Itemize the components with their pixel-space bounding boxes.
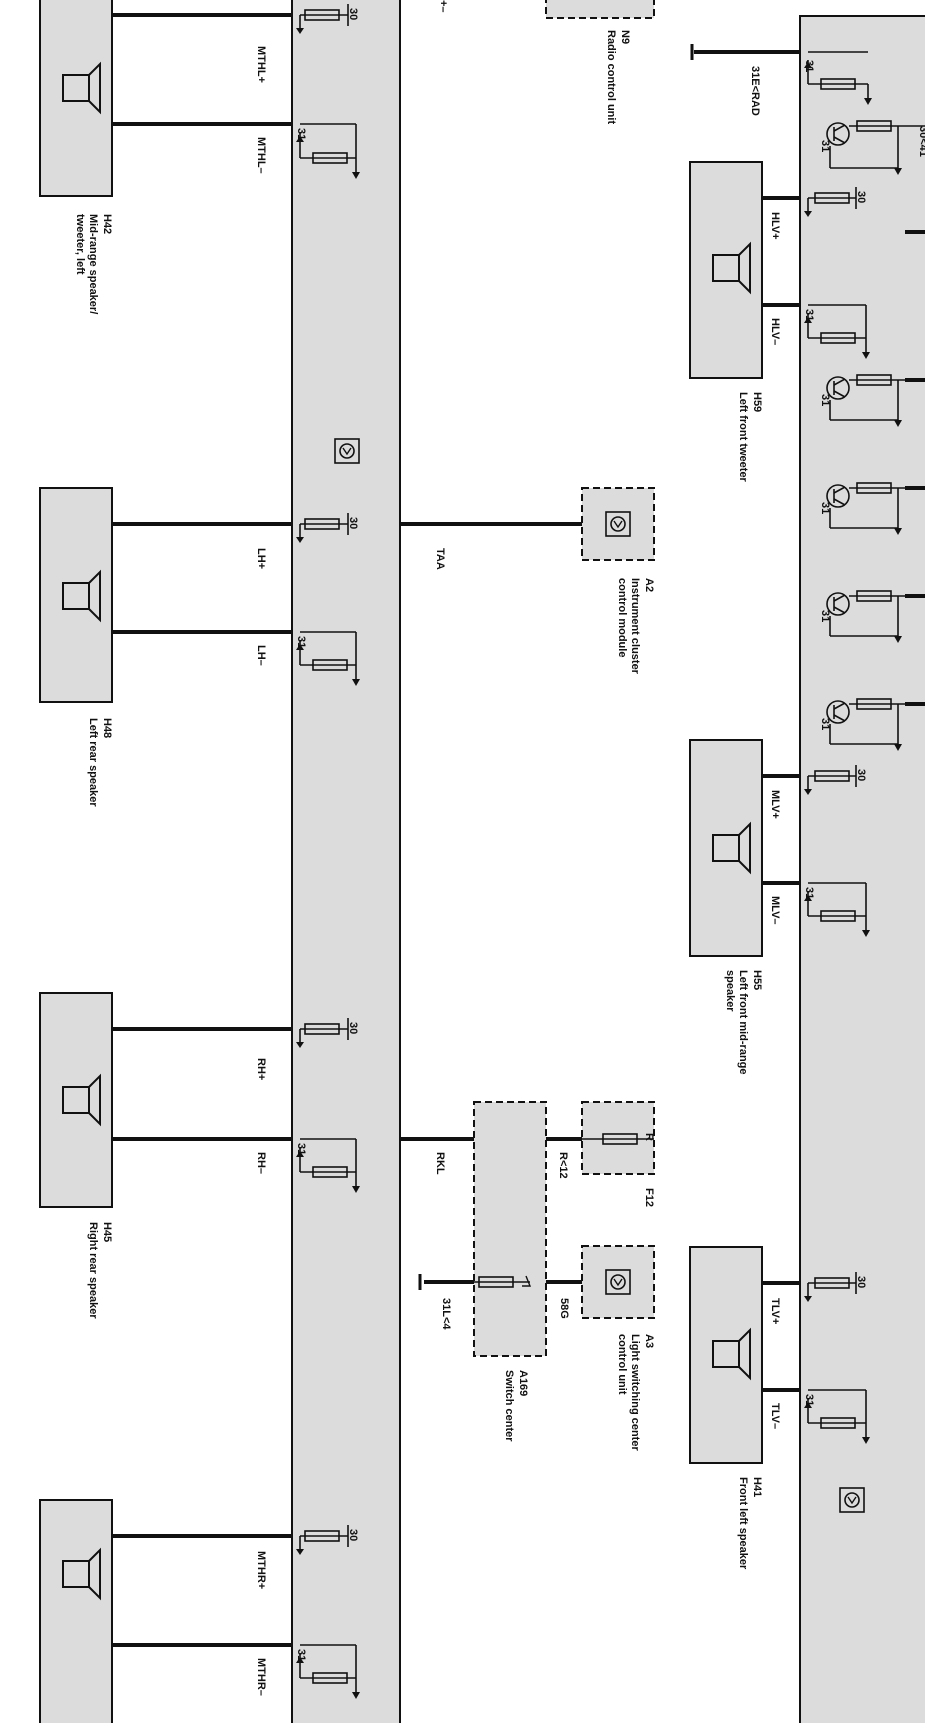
fuse-f12 bbox=[581, 1101, 655, 1175]
pin-label: 30 bbox=[855, 191, 867, 203]
signal-r12: R<12 bbox=[557, 1152, 569, 1179]
a169-id: A169 bbox=[517, 1370, 529, 1396]
pin-label: 31 bbox=[819, 610, 831, 622]
pin-label: 30 bbox=[347, 517, 359, 529]
a3-id: A3 bbox=[643, 1334, 655, 1348]
signal-mlv-minus: MLV– bbox=[769, 896, 781, 925]
a2-desc2: control module bbox=[616, 578, 628, 657]
h55-id: H55 bbox=[751, 970, 763, 990]
a169-desc: Switch center bbox=[503, 1370, 515, 1442]
pin-label: 31 bbox=[819, 502, 831, 514]
h41-id: H41 bbox=[751, 1477, 763, 1497]
a2-desc1: Instrument cluster bbox=[629, 578, 641, 675]
h59-id: H59 bbox=[751, 392, 763, 412]
signal-mlv-plus: MLV+ bbox=[769, 790, 781, 819]
h59-desc: Left front tweeter bbox=[737, 392, 749, 483]
right-signal-labels: HLV+ HLV– MLV+ MLV– TLV+ TLV– bbox=[769, 212, 781, 1429]
signal-rh-plus: RH+ bbox=[255, 1058, 267, 1080]
n9-desc: Radio control unit bbox=[605, 30, 617, 124]
pin-label: 31 bbox=[295, 1649, 307, 1661]
a3-desc1: Light switching center bbox=[629, 1334, 641, 1451]
signal-top-partial: 30<41 bbox=[917, 126, 925, 157]
signal-tlv-minus: TLV– bbox=[769, 1403, 781, 1429]
signal-31l4: 31L<4 bbox=[440, 1298, 452, 1330]
signal-taa: TAA bbox=[434, 548, 446, 570]
left-signal-labels: MTHL+ MTHL– LH+ LH– RH+ RH– MTHR+ MTHR– … bbox=[255, 0, 449, 1696]
h48-desc: Left rear speaker bbox=[87, 718, 99, 807]
h42-desc1: Mid-range speaker/ bbox=[87, 214, 99, 314]
signal-rkl: RKL bbox=[434, 1152, 446, 1175]
n9-id: N9 bbox=[619, 30, 631, 44]
h55-desc1: Left front mid-range bbox=[737, 970, 749, 1075]
pin-label: 30 bbox=[347, 8, 359, 20]
right-speaker-wires bbox=[762, 196, 800, 1392]
speaker-h42 bbox=[39, 0, 113, 197]
left-control-bus bbox=[291, 0, 401, 1723]
h41-desc: Front left speaker bbox=[737, 1477, 749, 1570]
signal-mthl-minus: MTHL– bbox=[255, 137, 267, 174]
pin-label: 31 bbox=[819, 394, 831, 406]
signal-rh-minus: RH– bbox=[255, 1152, 267, 1174]
pin-label: 31 bbox=[295, 636, 307, 648]
speaker-h55 bbox=[689, 739, 763, 957]
pin-label: 31 bbox=[803, 1394, 815, 1406]
signal-mthr-minus: MTHR– bbox=[255, 1658, 267, 1696]
switch-center-a169 bbox=[473, 1101, 547, 1357]
radio-control-unit-n9 bbox=[545, 0, 655, 19]
right-bus-pins bbox=[804, 51, 925, 1513]
h45-id: H45 bbox=[101, 1222, 113, 1242]
h42-desc2: tweeter, left bbox=[74, 214, 86, 275]
signal-hlv-minus: HLV– bbox=[769, 318, 781, 345]
signal-left-partial: +– bbox=[437, 0, 449, 13]
h48-id: H48 bbox=[101, 718, 113, 738]
f12-inner: R bbox=[643, 1133, 655, 1141]
pin-label: 31 bbox=[803, 60, 815, 72]
h55-desc2: speaker bbox=[724, 970, 736, 1012]
pin-label: 31 bbox=[803, 887, 815, 899]
signal-hlv-plus: HLV+ bbox=[769, 212, 781, 240]
a3-desc2: control unit bbox=[616, 1334, 628, 1395]
pin-label: 31 bbox=[819, 718, 831, 730]
signal-tlv-plus: TLV+ bbox=[769, 1298, 781, 1324]
speaker-h41 bbox=[689, 1246, 763, 1464]
pin-label: 30 bbox=[855, 1276, 867, 1288]
speaker-h59 bbox=[689, 161, 763, 379]
light-switching-a3 bbox=[581, 1245, 655, 1319]
pin-label: 31 bbox=[295, 1143, 307, 1155]
pin-label: 31 bbox=[295, 128, 307, 140]
pin-label: 30 bbox=[347, 1022, 359, 1034]
right-control-bus bbox=[799, 15, 925, 1723]
pin-label: 30 bbox=[347, 1529, 359, 1541]
left-speaker-wires bbox=[112, 13, 292, 1647]
left-pin-labels: 30 31 30 31 30 31 30 31 bbox=[295, 8, 359, 1661]
signal-lh-minus: LH– bbox=[255, 645, 267, 666]
left-bus-pins bbox=[296, 4, 360, 1699]
signal-mthr-plus: MTHR+ bbox=[255, 1551, 267, 1589]
h45-desc: Right rear speaker bbox=[87, 1222, 99, 1319]
right-pin-labels: 31 31 30 31 31 31 31 31 30 31 30 31 30<4… bbox=[803, 60, 925, 1406]
speaker-h45 bbox=[39, 992, 113, 1208]
left-speaker-captions: H42 Mid-range speaker/ tweeter, left H48… bbox=[74, 214, 113, 1319]
pin-label: 31 bbox=[803, 309, 815, 321]
signal-mthl-plus: MTHL+ bbox=[255, 46, 267, 83]
pin-label: 30 bbox=[855, 769, 867, 781]
f12-id: F12 bbox=[643, 1188, 655, 1207]
signal-lh-plus: LH+ bbox=[255, 548, 267, 569]
h42-id: H42 bbox=[101, 214, 113, 234]
speaker-mthr bbox=[39, 1499, 113, 1723]
instrument-cluster-a2 bbox=[581, 487, 655, 561]
right-speaker-captions: H59 Left front tweeter H55 Left front mi… bbox=[724, 392, 763, 1570]
speaker-h48 bbox=[39, 487, 113, 703]
signal-58g: 58G bbox=[558, 1298, 570, 1319]
a2-id: A2 bbox=[643, 578, 655, 592]
signal-31e-rad: 31E<RAD bbox=[749, 66, 761, 116]
pin-label: 31 bbox=[819, 140, 831, 152]
